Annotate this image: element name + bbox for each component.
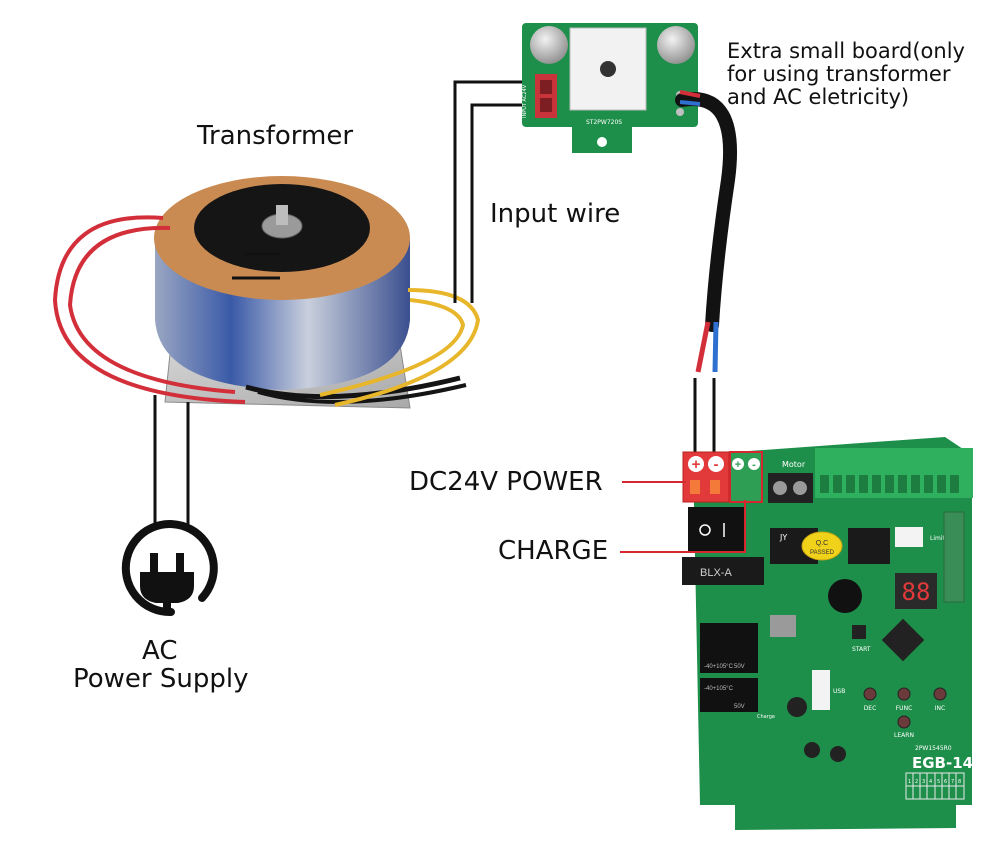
grid-number: 6 bbox=[944, 779, 947, 785]
limit-connector bbox=[895, 527, 923, 547]
board-model: EGB-14 bbox=[912, 754, 973, 772]
small-board-capacitor-1 bbox=[530, 26, 568, 64]
cap-text-2: -40+105°C bbox=[704, 686, 734, 692]
input-wire-line-1 bbox=[453, 80, 525, 303]
input-wire-line-2 bbox=[470, 103, 525, 303]
display-digits: 88 bbox=[902, 578, 931, 606]
small-board-part-code: ST2PW720S bbox=[586, 119, 622, 126]
dec-label: DEC bbox=[864, 705, 877, 712]
charge-silk-label: Charge bbox=[757, 714, 775, 720]
power-switch bbox=[688, 507, 745, 553]
capacitor-1 bbox=[700, 623, 758, 673]
limit-label: Limit bbox=[930, 535, 946, 542]
dec-button bbox=[863, 687, 877, 701]
callout-lines bbox=[620, 481, 746, 553]
grid-number: 4 bbox=[929, 779, 932, 785]
qc-text-1: Q.C bbox=[816, 540, 828, 547]
power-supply-label: Power Supply bbox=[73, 664, 249, 694]
usb-label: USB bbox=[833, 688, 845, 695]
small-board-capacitor-2 bbox=[657, 26, 695, 64]
input-wire-label: Input wire bbox=[490, 199, 621, 229]
address-grid: 1 2 3 4 5 6 7 8 bbox=[905, 772, 965, 800]
relay-brand: JY bbox=[779, 533, 787, 542]
transformer-label: Transformer bbox=[197, 121, 354, 151]
charge-minus: - bbox=[752, 459, 756, 471]
learn-label: LEARN bbox=[894, 732, 914, 739]
start-button bbox=[852, 625, 866, 639]
transformer-red-wire-2 bbox=[67, 225, 236, 394]
board-code: 2PW1545R0 bbox=[915, 745, 952, 752]
grid-number: 1 bbox=[908, 779, 911, 785]
extra-board-label-line-2: for using transformer bbox=[727, 62, 951, 86]
grid-number: 5 bbox=[937, 779, 940, 785]
ac-label: AC bbox=[142, 636, 178, 666]
blx-connector bbox=[682, 557, 764, 585]
relay-2 bbox=[848, 528, 890, 564]
motor-label: Motor bbox=[782, 460, 806, 469]
transformer-bolt-shaft bbox=[276, 205, 288, 225]
cap-voltage-1: 50V bbox=[734, 664, 745, 670]
qc-text-2: PASSED bbox=[810, 550, 835, 556]
dc24v-plus: + bbox=[692, 456, 701, 473]
main-board-image: + - + - Motor BLX-A bbox=[682, 437, 973, 830]
usb-connector bbox=[812, 670, 830, 710]
start-label: START bbox=[852, 646, 871, 653]
blx-label: BLX-A bbox=[700, 567, 732, 579]
extra-board-label-line-1: Extra small board(only bbox=[727, 39, 965, 63]
qc-sticker bbox=[801, 531, 843, 561]
dc-cable bbox=[675, 90, 738, 373]
small-board-side-text: INPUT AC24V bbox=[522, 84, 528, 118]
capacitor-2 bbox=[700, 678, 758, 712]
extra-board-label-line-3: and AC eletricity) bbox=[727, 85, 910, 109]
func-label: FUNC bbox=[896, 705, 913, 712]
dc24v-minus: - bbox=[714, 456, 719, 473]
buzzer bbox=[828, 579, 862, 613]
charge-label: CHARGE bbox=[498, 536, 609, 566]
learn-button bbox=[897, 715, 911, 729]
grid-number: 3 bbox=[922, 779, 925, 785]
grid-number: 7 bbox=[951, 779, 954, 785]
grid-number: 8 bbox=[958, 779, 961, 785]
charge-callout-line bbox=[620, 500, 746, 553]
cap-voltage-2: 50V bbox=[734, 704, 745, 710]
transformer-image bbox=[52, 176, 481, 409]
dc24v-power-label: DC24V POWER bbox=[409, 467, 603, 497]
grid-number: 2 bbox=[915, 779, 918, 785]
transformer-red-wire-1 bbox=[52, 215, 246, 404]
transformer-yellow-wire-1 bbox=[334, 288, 481, 407]
connection-lines bbox=[153, 80, 716, 525]
seven-seg-display bbox=[895, 573, 937, 609]
func-button bbox=[897, 687, 911, 701]
small-board-image: ST2PW720S INPUT AC24V bbox=[522, 23, 698, 153]
inc-button bbox=[933, 687, 947, 701]
charge-plus: + bbox=[735, 459, 741, 471]
plug-icon bbox=[121, 520, 218, 617]
transformer-yellow-wire-2 bbox=[319, 298, 466, 397]
inc-label: INC bbox=[935, 705, 945, 712]
voltage-regulator bbox=[770, 615, 796, 637]
cap-text-1: -40+105°C bbox=[704, 664, 734, 670]
